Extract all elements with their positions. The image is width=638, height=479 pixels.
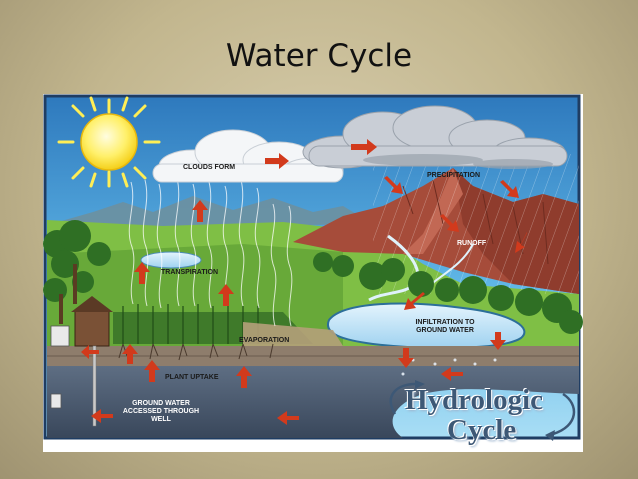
hydrologic-cycle-diagram: CLOUDS FORM PRECIPITATION RUNOFF TRANSPI… bbox=[43, 94, 583, 452]
diagram-illustration bbox=[43, 94, 583, 452]
forest bbox=[313, 252, 583, 334]
well-house bbox=[50, 296, 113, 427]
arrow-precip-4 bbox=[515, 232, 527, 253]
logo-cycle: Cycle bbox=[447, 414, 517, 446]
arrow-up-4 bbox=[144, 360, 160, 382]
arrow-gw-left-4 bbox=[81, 345, 99, 359]
arrow-precip-2 bbox=[500, 180, 519, 198]
small-lake bbox=[140, 251, 202, 269]
rain-streaks bbox=[373, 154, 579, 294]
label-transpiration: TRANSPIRATION bbox=[161, 269, 219, 276]
arrow-down-infil bbox=[398, 348, 414, 368]
roots bbox=[118, 343, 274, 361]
arrow-up-2 bbox=[134, 262, 150, 284]
arrow-clouds-right bbox=[265, 153, 289, 169]
arrow-gw-left-3 bbox=[91, 409, 113, 423]
arrow-down-infil-2 bbox=[490, 332, 506, 350]
lake bbox=[326, 302, 526, 349]
label-infiltration: INFILTRATION TO GROUND WATER bbox=[415, 319, 475, 334]
flow-arrows bbox=[81, 139, 527, 425]
label-plant-uptake: PLANT UPTAKE bbox=[165, 374, 219, 381]
arrow-up-3 bbox=[218, 284, 234, 306]
arrow-cloud-right bbox=[351, 139, 377, 155]
distant-mountains bbox=[51, 196, 373, 229]
arrow-gw-left-2 bbox=[277, 411, 299, 425]
label-precipitation: PRECIPITATION bbox=[427, 172, 481, 179]
arrow-well-up bbox=[122, 344, 138, 364]
label-clouds-form: CLOUDS FORM bbox=[183, 164, 236, 171]
sun-icon bbox=[57, 96, 161, 188]
arrow-up-5 bbox=[236, 366, 252, 388]
cycle-arrows bbox=[389, 382, 576, 436]
arrow-runoff bbox=[404, 292, 425, 310]
arrow-precip-1 bbox=[384, 176, 403, 194]
label-groundwater-well: GROUND WATER ACCESSED THROUGH WELL bbox=[122, 400, 200, 423]
label-evaporation: EVAPORATION bbox=[239, 337, 290, 344]
logo-hydrologic: Hydrologic bbox=[405, 384, 544, 416]
arrow-up-1 bbox=[192, 200, 208, 222]
label-runoff: RUNOFF bbox=[457, 240, 487, 247]
slide-title: Water Cycle bbox=[225, 38, 413, 74]
groundwater bbox=[47, 366, 579, 438]
arrow-gw-left-1 bbox=[441, 367, 463, 381]
arrow-precip-3 bbox=[440, 214, 459, 232]
